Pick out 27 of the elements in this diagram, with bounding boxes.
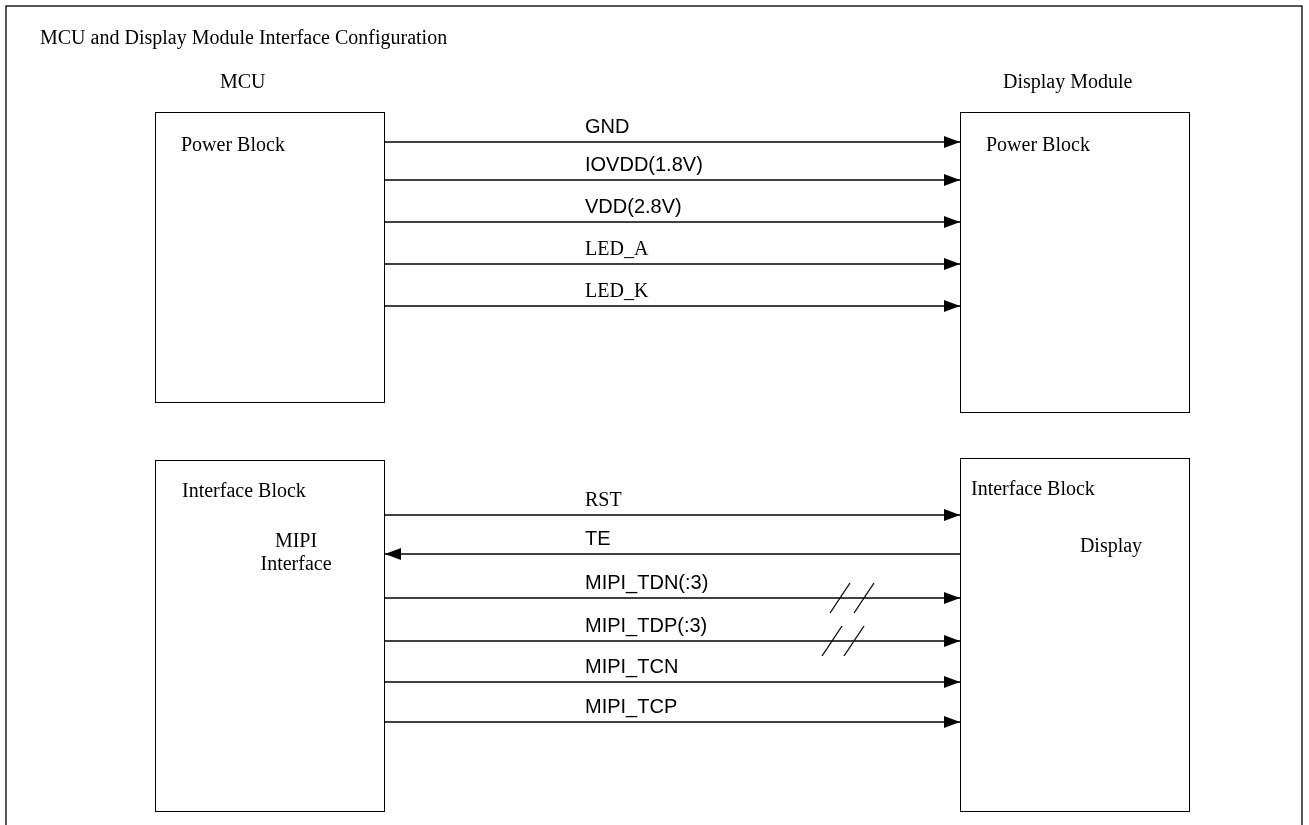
- signal-arrow: [384, 509, 961, 521]
- block-title: Interface Block: [971, 477, 1095, 500]
- signal-label: IOVDD(1.8V): [583, 153, 705, 175]
- block-box: [960, 458, 1190, 812]
- signal-arrow: [384, 548, 961, 560]
- signal-arrow: [384, 716, 961, 728]
- signal-arrow: [384, 136, 961, 148]
- block-title: Power Block: [181, 133, 285, 156]
- block-label: MIPI Interface: [259, 529, 333, 575]
- diagram-title: MCU and Display Module Interface Configuration: [40, 26, 448, 49]
- signal-arrow: [384, 635, 961, 647]
- block-box: [960, 112, 1190, 413]
- signal-label: MIPI_TDN(:3): [583, 571, 711, 593]
- signal-label: VDD(2.8V): [583, 195, 684, 217]
- column-heading: MCU: [220, 70, 266, 93]
- column-heading: Display Module: [1003, 70, 1133, 93]
- signal-arrow: [384, 216, 961, 228]
- block-label: Display: [1078, 534, 1144, 557]
- signal-arrow: [384, 174, 961, 186]
- block-title: Power Block: [986, 133, 1090, 156]
- signal-arrow: [384, 592, 961, 604]
- signal-arrow: [384, 300, 961, 312]
- signal-arrow: [384, 676, 961, 688]
- block-title: Interface Block: [182, 479, 306, 502]
- block-box: [155, 112, 385, 403]
- block-box: [155, 460, 385, 812]
- signal-arrow: [384, 258, 961, 270]
